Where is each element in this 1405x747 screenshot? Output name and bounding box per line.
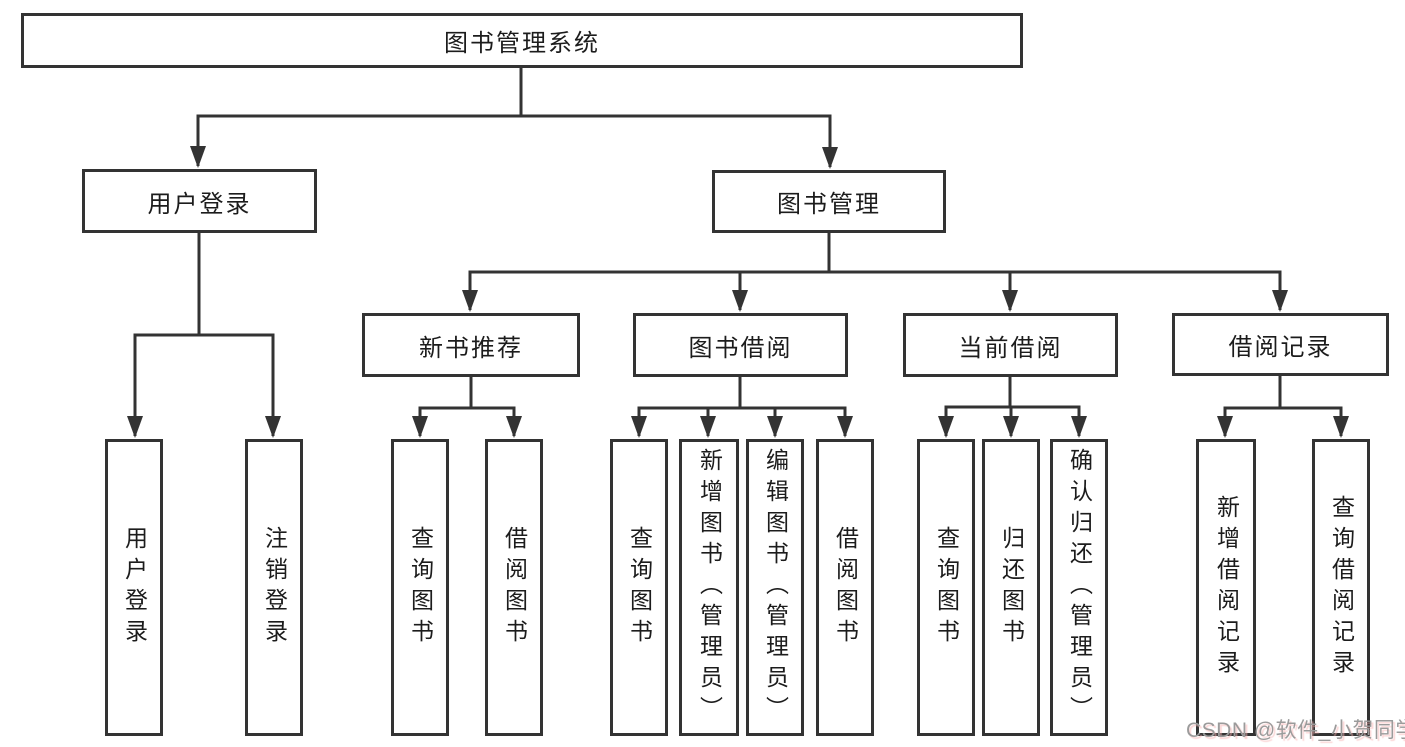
leaf-logout: 注销登录: [245, 439, 303, 736]
node-new-book-recommendation: 新书推荐: [362, 313, 580, 377]
node-library-management-system: 图书管理系统: [21, 13, 1023, 68]
leaf-user-login: 用户登录: [105, 439, 163, 736]
leaf-return-books: 归还图书: [982, 439, 1040, 736]
node-book-borrowing: 图书借阅: [633, 313, 848, 377]
leaf-confirm-return-admin: 确认归还（管理员）: [1050, 439, 1108, 736]
leaf-add-borrowing-record: 新增借阅记录: [1196, 439, 1256, 736]
node-user-login: 用户登录: [82, 169, 317, 233]
node-current-borrowing: 当前借阅: [903, 313, 1118, 377]
leaf-query-books-borrowing: 查询图书: [610, 439, 668, 736]
node-book-management: 图书管理: [712, 170, 946, 233]
leaf-borrow-books-borrowing: 借阅图书: [816, 439, 874, 736]
leaf-add-book-admin: 新增图书（管理员）: [679, 439, 739, 736]
leaf-borrow-books-recommend: 借阅图书: [485, 439, 543, 736]
csdn-watermark: CSDN @软件_小贺同学: [1186, 719, 1405, 742]
leaf-query-borrowing-record: 查询借阅记录: [1312, 439, 1370, 736]
node-borrowing-records: 借阅记录: [1172, 313, 1389, 376]
leaf-query-books-current: 查询图书: [917, 439, 975, 736]
leaf-query-books-recommend: 查询图书: [391, 439, 449, 736]
leaf-edit-book-admin: 编辑图书（管理员）: [746, 439, 804, 736]
